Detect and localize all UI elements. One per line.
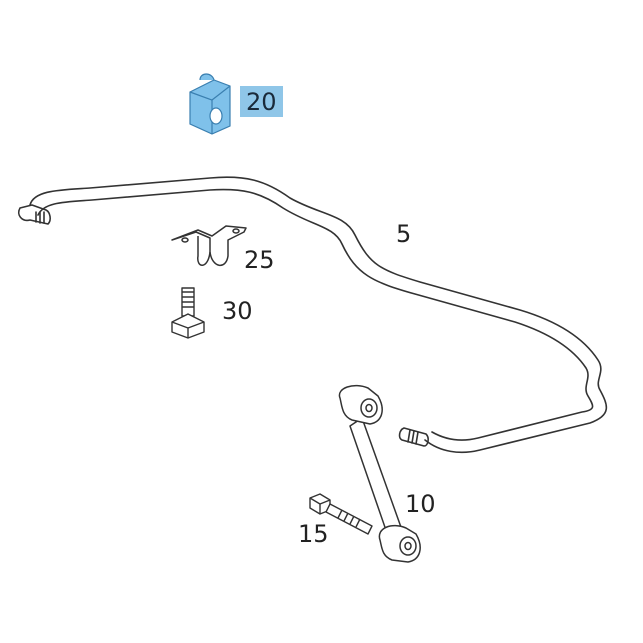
clamp-bracket[interactable]	[171, 225, 247, 266]
label-part-30[interactable]: 30	[222, 297, 253, 325]
label-part-5[interactable]: 5	[396, 220, 412, 248]
label-part-25[interactable]: 25	[244, 246, 275, 274]
sway-bar-outer	[29, 176, 608, 454]
bolt-link[interactable]	[309, 493, 373, 535]
sway-bar[interactable]	[17, 176, 608, 454]
label-part-15[interactable]: 15	[298, 520, 329, 548]
label-part-10[interactable]: 10	[405, 490, 436, 518]
label-part-20[interactable]: 20	[240, 86, 283, 117]
bolt-clamp[interactable]	[171, 287, 205, 339]
bushing-hole	[209, 107, 223, 125]
rubber-bushing[interactable]	[189, 73, 231, 135]
link-rod[interactable]	[338, 384, 421, 563]
sway-bar-left-end	[17, 204, 51, 225]
sway-bar-inner	[37, 188, 594, 441]
sway-bar-right-end	[398, 427, 429, 447]
